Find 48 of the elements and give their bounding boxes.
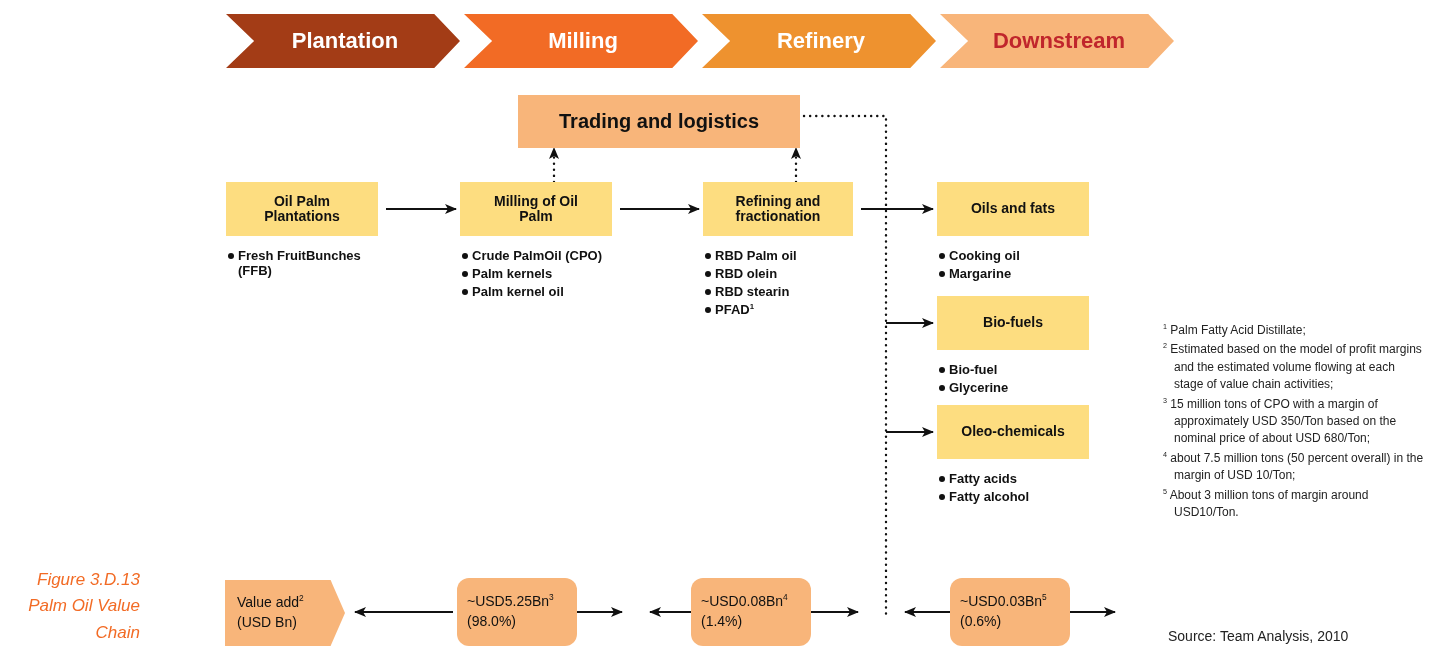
value-box: ~USD5.25Bn$^{3}$ (98.0%) [457, 578, 577, 646]
product-item: Crude PalmOil (CPO) [472, 248, 603, 263]
arrow [860, 204, 934, 214]
product-item: RBD stearin [715, 284, 790, 299]
product-item: Palm kernel oil [472, 284, 564, 299]
process-box: Bio-fuels [937, 296, 1089, 350]
footnote: $^{1}$ Palm Fatty Acid Distillate; [1162, 322, 1307, 339]
arrow [576, 607, 623, 617]
product-item: Fatty acids [949, 471, 1017, 486]
arrow [1069, 607, 1116, 617]
footnote: $^{2}$ Estimated based on the model of profit margins and the estimated volume flowing at each stage of value chain activities; [1162, 341, 1423, 394]
arrow [385, 204, 457, 214]
arrow [904, 607, 951, 617]
product-item: PFAD$^{1}$ [715, 302, 754, 317]
trading-box: Trading and logistics [518, 95, 800, 148]
arrow [549, 146, 559, 184]
source-note: Source: Team Analysis, 2010 [1168, 628, 1349, 644]
value-box: ~USD0.08Bn$^{4}$ (1.4%) [691, 578, 811, 646]
arrow [791, 146, 801, 184]
footnote: $^{5}$ About 3 million tons of margin around USD10/Ton. [1162, 486, 1370, 521]
product-item: Glycerine [949, 380, 1009, 395]
process-box: Milling of Oil Palm [460, 182, 612, 236]
stage-banner: Downstream [940, 14, 1174, 68]
stage-banner: Refinery [702, 14, 936, 68]
arrow [885, 318, 934, 328]
arrow [619, 204, 700, 214]
process-box: Oils and fats [937, 182, 1089, 236]
product-item: Margarine [949, 266, 1012, 281]
product-item: Cooking oil [949, 248, 1020, 263]
figure-caption: Figure 3.D.13 Palm Oil Value Chain [27, 569, 140, 644]
arrow [810, 607, 859, 617]
footnote: $^{3}$ 15 million tons of CPO with a margin of approximately USD 350/Ton based on the nominal price of about USD 680/Ton; [1162, 395, 1398, 448]
product-item: Palm kernels [472, 266, 553, 281]
product-item: Bio-fuel [949, 362, 998, 377]
product-item: Fresh FruitBunches (FFB) [238, 248, 362, 278]
arrow [885, 427, 934, 437]
footnote: $^{4}$ about 7.5 million tons (50 percent overall) in the margin of USD 10/Ton; [1162, 449, 1425, 485]
product-item: RBD Palm oil [715, 248, 797, 263]
process-box: Oil Palm Plantations [226, 182, 378, 236]
arrow [354, 607, 454, 617]
value-box: ~USD0.03Bn$^{5}$ (0.6%) [950, 578, 1070, 646]
process-box: Oleo-chemicals [937, 405, 1089, 459]
product-item: RBD olein [715, 266, 778, 281]
product-item: Fatty alcohol [949, 489, 1030, 504]
process-box: Refining and fractionation [703, 182, 853, 236]
stage-banner: Milling [464, 14, 698, 68]
stage-banner: Plantation [226, 14, 460, 68]
arrow [649, 607, 692, 617]
